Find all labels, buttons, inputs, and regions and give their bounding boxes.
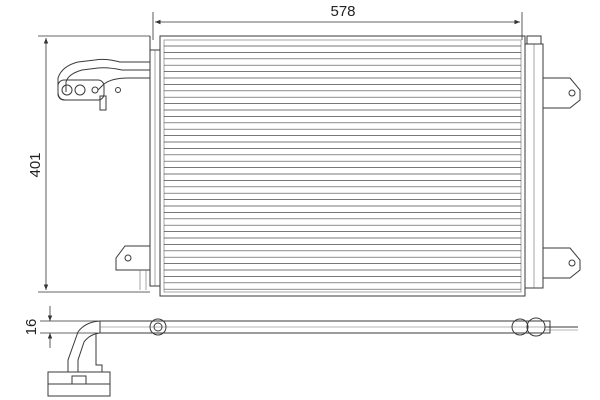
side-pipe-bend — [67, 320, 101, 372]
sensor-port — [115, 87, 121, 93]
bracket-bottom-right — [543, 247, 581, 279]
side-pipe-end — [149, 318, 167, 336]
upper-pipe-inner — [65, 67, 150, 92]
flange-tab — [99, 95, 107, 111]
condenser-front-view — [115, 35, 581, 297]
side-flange-port — [71, 375, 87, 385]
bracket-hole — [124, 254, 132, 262]
connection-flange — [57, 79, 105, 101]
side-pipe-drop — [95, 333, 103, 372]
depth-label: 16 — [23, 319, 40, 336]
height-label: 401 — [27, 152, 44, 177]
flange-port — [74, 84, 86, 96]
core-inner-frame — [163, 39, 522, 293]
side-pipe-end — [511, 318, 529, 336]
width-dimension: 578 — [152, 3, 523, 40]
bracket-hole — [568, 89, 576, 97]
bracket-hole — [568, 259, 576, 267]
lower-pipe — [97, 77, 150, 91]
side-flange-block — [47, 371, 111, 397]
bracket-bottom-left — [115, 245, 150, 271]
condenser-side-view — [47, 317, 578, 397]
flange-port — [61, 84, 73, 96]
height-dimension: 401 — [27, 35, 150, 293]
flange-bolt-hole — [91, 86, 99, 94]
bracket-top-right — [543, 77, 581, 109]
width-label: 578 — [330, 3, 355, 20]
side-pipe-bore — [153, 322, 163, 332]
pipe-connection — [57, 36, 151, 111]
receiver-cap — [526, 35, 542, 45]
side-pipe-bend-inner — [77, 332, 101, 372]
core-fins — [164, 45, 521, 290]
depth-dimension: 16 — [23, 306, 98, 348]
